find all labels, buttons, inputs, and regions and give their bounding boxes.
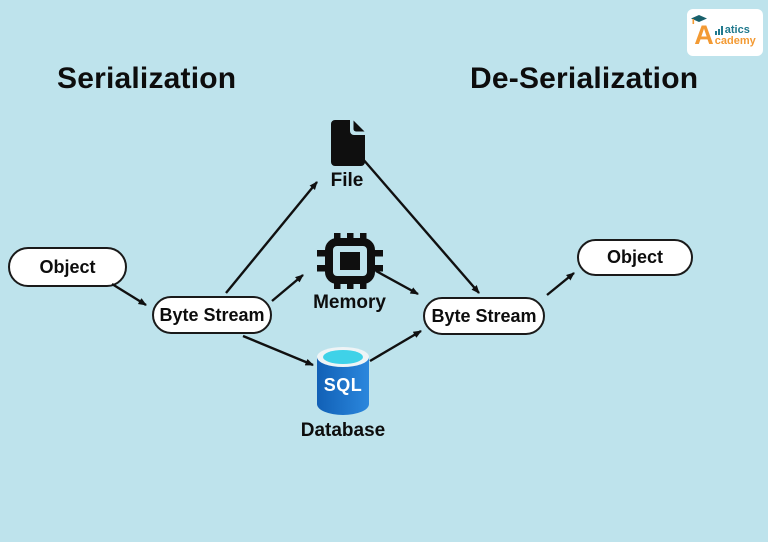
graduation-cap-icon [691,14,708,24]
node-byte-stream-right: Byte Stream [423,297,545,335]
memory-label: Memory [313,292,386,313]
logo-word-bottom: cademy [714,34,756,47]
node-byte-stream-left: Byte Stream [152,296,272,334]
node-byte-stream-left-label: Byte Stream [159,304,265,325]
node-object-left-label: Object [39,256,96,277]
target-memory: Memory [302,233,397,314]
node-object-right: Object [577,239,693,276]
logo-letter-a: A [691,14,714,49]
sql-text: SQL [323,375,363,395]
node-object-right-label: Object [606,247,663,267]
bar-chart-icon [714,25,723,36]
target-file: File [312,119,382,192]
brand-logo: A atics cademy [687,9,763,56]
logo-wordmark: atics cademy [714,23,756,47]
database-label: Database [300,420,386,441]
file-icon [330,120,365,166]
edge-bytestream-to-object [546,272,575,296]
node-object-left: Object [8,247,127,287]
edge-bytestream-to-memory [271,274,304,302]
target-database: SQL Database [293,345,393,442]
edge-object-to-bytestream [111,282,147,307]
heading-serialization: Serialization [57,62,237,95]
sql-database-icon: SQL [314,345,372,417]
node-byte-stream-right-label: Byte Stream [431,305,537,326]
file-label: File [330,170,364,191]
heading-deserialization: De-Serialization [470,62,699,95]
memory-chip-icon [316,233,383,289]
logo-word-top: atics [724,23,750,36]
